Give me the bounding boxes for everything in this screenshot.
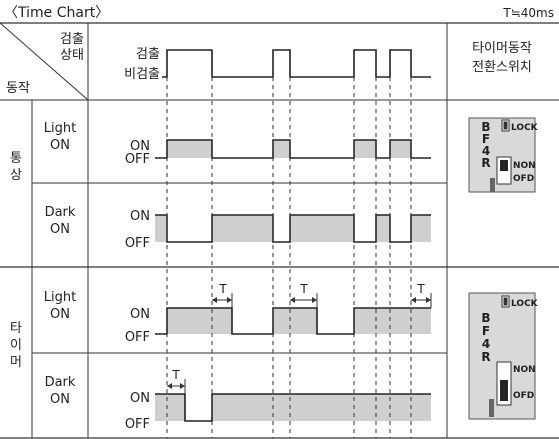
transition-guides: [166, 77, 412, 438]
row1-label-light: Light: [44, 121, 76, 136]
row1-on-label: ON: [130, 139, 150, 154]
switch1-non-label: NON: [513, 161, 536, 171]
switch2-lock-label: LOCK: [511, 299, 539, 309]
row4-label-on: ON: [50, 392, 70, 407]
timer-switch-timer: [468, 292, 536, 420]
normal-dark-on-waveform: [155, 214, 431, 243]
table-grid: [0, 22, 559, 439]
row1-off-label: OFF: [125, 152, 150, 167]
timer-dark-on-waveform: [155, 393, 431, 422]
group-timer-char-1: 타: [10, 321, 22, 336]
switch-column-label-2: 전환스위치: [472, 60, 532, 75]
state-label-1: 검출: [60, 32, 84, 47]
switch1-letter-r: R: [481, 156, 490, 170]
row2-off-label: OFF: [125, 236, 150, 251]
switch2-ofd-label: OFD: [513, 391, 534, 401]
switch2-non-label: NON: [513, 365, 536, 375]
row4-on-label: ON: [130, 391, 150, 406]
delay-label-2: T: [299, 282, 308, 296]
group-normal-char-1: 통: [10, 151, 22, 166]
delay-label-3: T: [416, 282, 425, 296]
group-timer-char-3: 머: [10, 355, 22, 370]
time-note: T≒40ms: [502, 6, 554, 20]
detection-waveform: [162, 49, 431, 78]
timer-switch-normal: [468, 117, 536, 193]
row3-label-on: ON: [50, 307, 70, 322]
switch1-letter-b: B: [481, 120, 490, 134]
row4-label-dark: Dark: [45, 375, 76, 390]
header-diagonal: [0, 22, 89, 101]
switch-column-label-1: 타이머동작: [472, 41, 532, 56]
row3-on-label: ON: [130, 307, 150, 322]
row2-label-dark: Dark: [45, 205, 76, 220]
delay-label-1: T: [218, 282, 227, 296]
row4-off-label: OFF: [125, 417, 150, 432]
slider-knob: [500, 380, 508, 401]
group-timer-char-2: 이: [10, 338, 22, 353]
detect-label: 검출: [136, 47, 160, 62]
chart-title: 〈Time Chart〉: [4, 5, 109, 21]
switch1-letter-4: 4: [482, 144, 490, 158]
row1-label-on: ON: [50, 138, 70, 153]
state-label-2: 상태: [60, 48, 84, 63]
row2-on-label: ON: [130, 209, 150, 224]
switch1-ofd-label: OFD: [513, 174, 534, 184]
switch1-lock-label: LOCK: [511, 123, 539, 133]
switch2-letter-4: 4: [482, 337, 490, 351]
switch2-letter-f: F: [482, 324, 490, 338]
switch2-letter-b: B: [481, 311, 490, 325]
delay-markers: [167, 293, 432, 394]
normal-light-on-waveform: [155, 139, 431, 159]
nondetect-label: 비검출: [124, 67, 160, 82]
slider-knob: [500, 160, 508, 171]
row2-label-on: ON: [50, 222, 70, 237]
group-normal-char-2: 상: [10, 168, 22, 183]
row3-off-label: OFF: [125, 330, 150, 345]
row3-label-light: Light: [44, 290, 76, 305]
shaded-on-areas: [155, 140, 431, 421]
delay-label-4: T: [171, 368, 180, 382]
switch1-letter-f: F: [482, 132, 490, 146]
action-label: 동작: [6, 81, 30, 96]
switch2-letter-r: R: [481, 350, 490, 364]
